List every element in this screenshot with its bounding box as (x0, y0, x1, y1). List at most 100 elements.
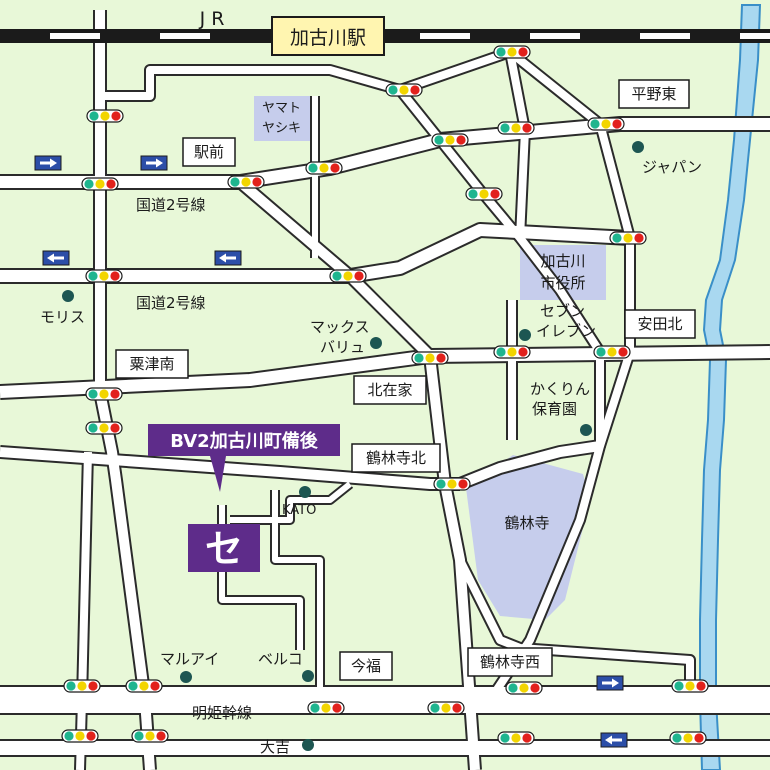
label-cityhall-2: 市役所 (540, 274, 585, 292)
store-logo-text: セ (205, 527, 243, 571)
road (0, 118, 770, 188)
label-kato: KATO (282, 503, 316, 518)
label-maxvalu-1: マックス (310, 318, 370, 336)
label-route2-lower: 国道2号線 (136, 294, 206, 312)
traffic-signal-icon (85, 421, 123, 435)
traffic-signal-icon (329, 269, 367, 283)
svg-text:駅前: 駅前 (194, 143, 224, 161)
label-yamato-1: ヤマト (262, 101, 301, 116)
traffic-signal-icon (86, 109, 124, 123)
river (699, 4, 762, 770)
traffic-signal-icon (587, 117, 625, 131)
landmark-dot-icon (302, 739, 314, 751)
label-cityhall-1: 加古川 (540, 252, 585, 270)
landmark-dot-icon (180, 671, 192, 683)
traffic-signal-icon (85, 269, 123, 283)
svg-text:北在家: 北在家 (367, 381, 412, 399)
traffic-signal-icon (431, 133, 469, 147)
arrow-left-icon (214, 250, 242, 266)
road (76, 451, 92, 770)
landmark-dot-icon (299, 486, 311, 498)
svg-text:鶴林寺北: 鶴林寺北 (366, 449, 426, 467)
traffic-signal-icon (493, 345, 531, 359)
intersection-label: 今福 (339, 651, 393, 681)
svg-text:粟津南: 粟津南 (129, 355, 174, 373)
store-callout-pointer (210, 456, 226, 492)
label-nursery-2: 保育園 (532, 400, 577, 418)
road (95, 10, 155, 770)
traffic-signal-icon (85, 387, 123, 401)
traffic-signal-icon (671, 679, 709, 693)
intersection-label: 安田北 (624, 309, 696, 339)
label-seven-2: イレブン (536, 322, 596, 340)
label-temple: 鶴林寺 (504, 514, 549, 532)
label-japan: ジャパン (642, 158, 702, 176)
road (458, 441, 601, 489)
arrow-left-icon (42, 250, 70, 266)
rail-line-label: J R (199, 8, 225, 30)
traffic-signal-icon (227, 175, 265, 189)
traffic-signal-icon (307, 701, 345, 715)
label-maxvalu-2: バリュ (320, 338, 365, 356)
railway-stripe (50, 33, 100, 39)
traffic-signal-icon (433, 477, 471, 491)
landmark-dot-icon (519, 329, 531, 341)
landmark-dot-icon (632, 141, 644, 153)
railway-stripe (160, 33, 210, 39)
svg-text:安田北: 安田北 (637, 315, 682, 333)
label-nursery-1: かくりん (530, 380, 590, 398)
intersection-label: 北在家 (353, 375, 427, 405)
svg-text:平野東: 平野東 (631, 85, 676, 103)
traffic-signal-icon (125, 679, 163, 693)
label-seven-1: セブン (540, 302, 585, 320)
intersection-label: 駅前 (182, 137, 236, 167)
road (272, 490, 323, 700)
svg-text:今福: 今福 (351, 657, 381, 675)
intersection-label: 鶴林寺西 (467, 647, 553, 677)
traffic-signal-icon (497, 731, 535, 745)
intersection-label: 鶴林寺北 (351, 443, 441, 473)
traffic-signal-icon (63, 679, 101, 693)
arrow-right-icon (34, 155, 62, 171)
svg-text:鶴林寺西: 鶴林寺西 (480, 653, 540, 671)
arrow-right-icon (140, 155, 168, 171)
label-meihime: 明姫幹線 (192, 704, 252, 722)
railway-stripe (530, 33, 580, 39)
station-name: 加古川駅 (290, 27, 366, 49)
railway-stripe (640, 33, 690, 39)
traffic-signal-icon (593, 345, 631, 359)
store-callout-box (148, 424, 340, 456)
railway-stripe (740, 33, 770, 39)
traffic-signal-icon (81, 177, 119, 191)
store-callout-text: BV2加古川町備後 (170, 430, 318, 452)
landmark-dot-icon (370, 337, 382, 349)
railway-stripe (420, 33, 470, 39)
label-maruai: マルアイ (160, 650, 219, 668)
traffic-signal-icon (131, 729, 169, 743)
traffic-signal-icon (609, 231, 647, 245)
road (100, 66, 604, 703)
label-beruko: ベルコ (258, 650, 303, 668)
road (0, 224, 631, 282)
label-yamato-2: ヤシキ (262, 121, 301, 136)
traffic-signal-icon (493, 45, 531, 59)
label-route2-upper: 国道2号線 (136, 196, 206, 214)
traffic-signal-icon (505, 681, 543, 695)
intersection-label: 平野東 (618, 79, 690, 109)
landmark-dot-icon (302, 670, 314, 682)
road (230, 481, 352, 523)
landmark-dot-icon (62, 290, 74, 302)
yamato-building (254, 96, 316, 141)
label-daikichi: 大吉 (260, 738, 290, 756)
road (398, 48, 634, 448)
traffic-signal-icon (385, 83, 423, 97)
landmark-dot-icon (580, 424, 592, 436)
traffic-signal-icon (427, 701, 465, 715)
traffic-signal-icon (497, 121, 535, 135)
station-box (271, 16, 385, 56)
store-logo (188, 524, 260, 572)
traffic-signal-icon (61, 729, 99, 743)
arrow-left-icon (600, 732, 628, 748)
traffic-signal-icon (669, 731, 707, 745)
